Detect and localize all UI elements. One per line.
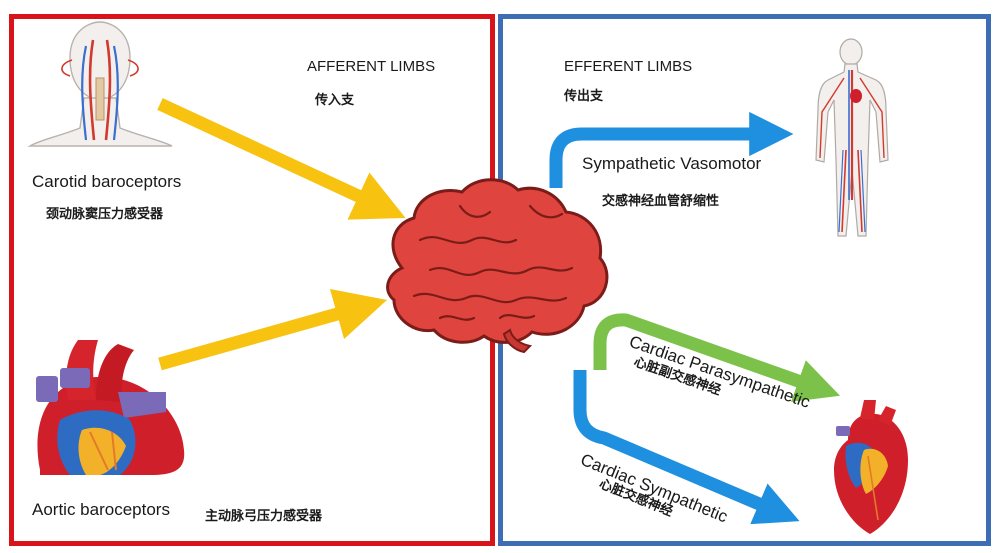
carotid-neck-illustration: [27, 21, 173, 147]
carotid-label-zh: 颈动脉窦压力感受器: [46, 206, 164, 221]
carotid-label: Carotid baroceptors: [32, 172, 182, 191]
aortic-label-zh: 主动脉弓压力感受器: [205, 508, 323, 523]
afferent-title-zh: 传入支: [315, 92, 355, 107]
sympathetic-vasomotor-label: Sympathetic Vasomotor: [582, 154, 762, 173]
carotid-afferent-arrow: [157, 98, 406, 220]
aortic-afferent-arrow: [158, 289, 388, 371]
sympathetic-vasomotor-arrow: [549, 111, 794, 188]
heart-illustration-right: [834, 400, 908, 534]
cardiac-sympathetic-arrow: [573, 370, 800, 525]
afferent-title: AFFERENT LIMBS: [307, 58, 436, 75]
aortic-heart-illustration: [36, 340, 185, 475]
human-body-illustration: [815, 38, 889, 237]
aortic-label: Aortic baroceptors: [32, 500, 170, 519]
efferent-title: EFFERENT LIMBS: [564, 58, 693, 75]
efferent-title-zh: 传出支: [564, 88, 604, 103]
cardiac-parasympathetic-arrow: [593, 313, 841, 402]
sympathetic-vasomotor-label-zh: 交感神经血管舒缩性: [602, 193, 720, 208]
brain-illustration: [386, 178, 609, 354]
